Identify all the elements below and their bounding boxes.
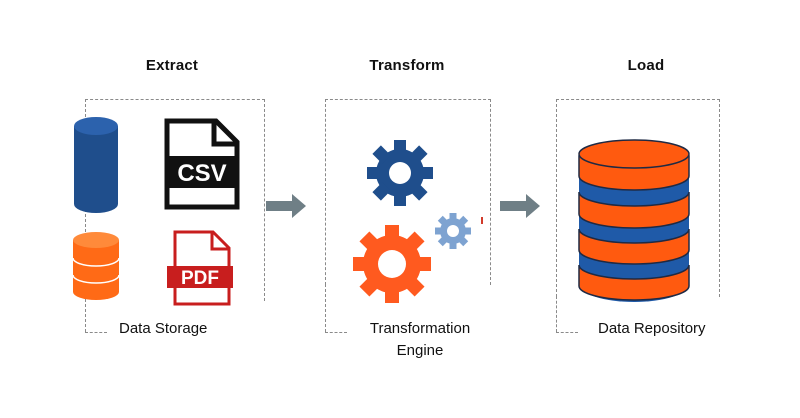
data-repository-caption: Data Repository	[594, 318, 710, 340]
load-frame-left-ext	[556, 296, 557, 332]
pdf-label: PDF	[181, 268, 219, 289]
transform-frame-bottom	[325, 332, 347, 333]
transform-frame-left-ext	[325, 284, 326, 332]
data-storage-caption: Data Storage	[115, 318, 212, 340]
extract-title: Extract	[145, 57, 199, 74]
extract-frame	[85, 99, 265, 301]
transform-frame	[325, 99, 491, 285]
transformation-engine-line2: Engine	[396, 342, 444, 359]
pdf-file-icon: PDF	[167, 230, 233, 306]
red-tick-mark	[481, 217, 483, 224]
orange-gear-icon	[353, 225, 431, 303]
transformation-engine-line1: Transformation	[369, 320, 471, 337]
csv-label: CSV	[177, 160, 226, 187]
transform-title: Transform	[369, 57, 445, 74]
load-frame-bottom	[556, 332, 578, 333]
orange-database-icon	[72, 232, 120, 300]
load-frame	[556, 99, 720, 297]
database-cylinder-icon	[74, 117, 118, 213]
navy-gear-icon	[367, 140, 433, 206]
extract-frame-bottom	[85, 332, 107, 333]
data-repository-database-icon	[578, 139, 690, 302]
small-gear-icon	[435, 213, 471, 249]
load-title: Load	[627, 57, 665, 74]
arrow-right-icon	[500, 194, 540, 218]
arrow-right-icon	[266, 194, 306, 218]
transformation-engine-caption: Transformation Engine	[353, 318, 487, 362]
csv-file-icon: CSV	[164, 118, 240, 210]
extract-frame-left	[85, 99, 86, 332]
